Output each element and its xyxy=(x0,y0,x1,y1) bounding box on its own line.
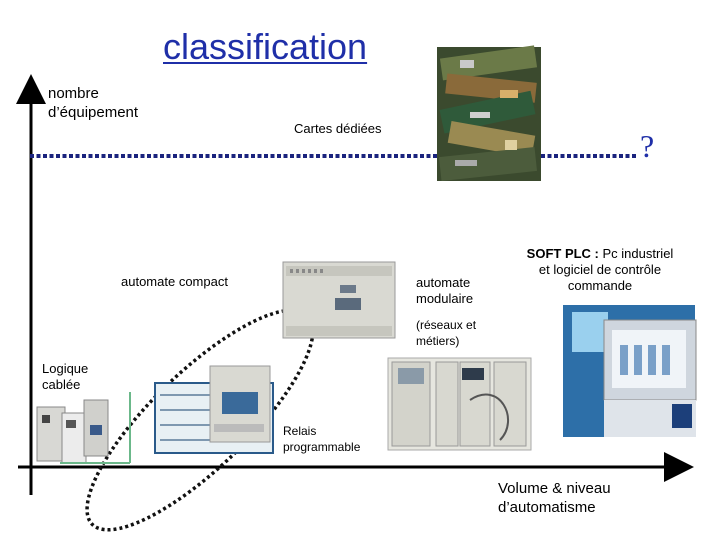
automate-modulaire-line2: modulaire xyxy=(416,291,474,306)
relais-line2: programmable xyxy=(283,440,361,454)
y-axis-label: nombre d’équipement xyxy=(48,85,139,121)
x-axis-label-line1: Volume & niveau xyxy=(498,480,611,497)
automate-compact-photo xyxy=(282,261,396,339)
relais-line1: Relais xyxy=(283,424,317,438)
soft-plc-rest: Pc industriel xyxy=(598,246,674,261)
automate-modulaire-photo xyxy=(387,357,532,451)
reseaux-line2: métiers) xyxy=(416,334,460,348)
soft-plc-line3: commande xyxy=(567,278,633,293)
soft-plc-bold: SOFT PLC : xyxy=(526,246,599,261)
reseaux-line1: (réseaux et xyxy=(416,318,477,332)
cartes-dediees-photo xyxy=(437,45,541,181)
automate-compact-label: automate compact xyxy=(121,274,228,289)
soft-plc-label: SOFT PLC : Pc industriel et logiciel de … xyxy=(500,246,700,294)
question-mark: ? xyxy=(640,128,655,164)
logique-cablee-photo xyxy=(36,392,131,464)
x-axis-label: Volume & niveau d’automatisme xyxy=(498,479,611,517)
automate-modulaire-label: automate modulaire xyxy=(416,275,473,307)
logique-line2: cablée xyxy=(42,377,81,392)
x-axis-label-line2: d’automatisme xyxy=(498,499,596,516)
cartes-dediees-label: Cartes dédiées xyxy=(294,121,382,136)
soft-plc-line2: et logiciel de contrôle xyxy=(538,262,662,277)
relais-programmable-label: Relais programmable xyxy=(283,423,360,455)
logique-cablee-label: Logique cablée xyxy=(42,361,88,393)
reseaux-label: (réseaux et métiers) xyxy=(416,317,476,349)
relais-programmable-photo xyxy=(154,365,274,454)
soft-plc-line1: SOFT PLC : Pc industriel xyxy=(500,246,700,262)
logique-line1: Logique xyxy=(42,361,89,376)
page-title: classification xyxy=(163,26,368,67)
automate-modulaire-line1: automate xyxy=(416,275,471,290)
soft-plc-photo xyxy=(563,305,697,437)
